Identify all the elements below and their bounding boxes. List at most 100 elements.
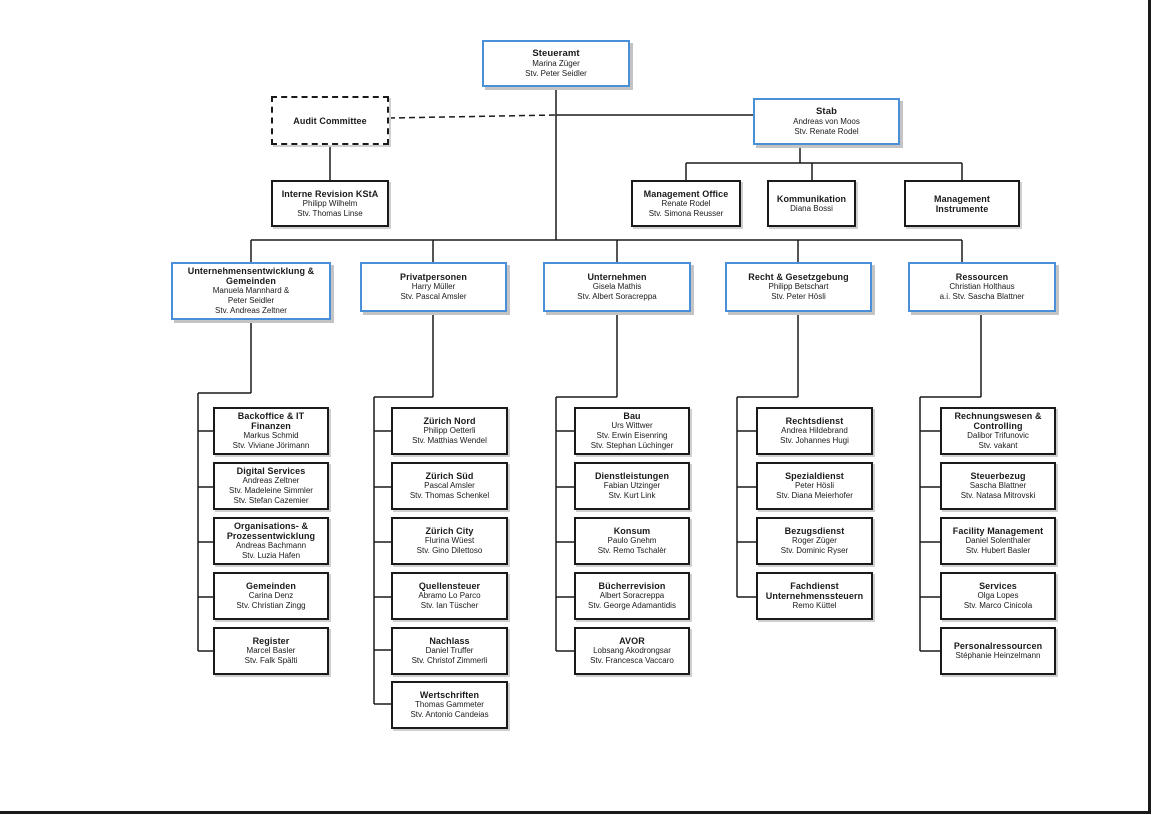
- unit-head: Olga Lopes: [977, 591, 1019, 600]
- unit-deputy: Stv. Natasa Mitrovski: [960, 491, 1036, 500]
- unit-title: Finanzen: [251, 421, 291, 431]
- unit-title: Bezugsdienst: [784, 526, 845, 536]
- unit-head: Roger Züger: [792, 536, 837, 545]
- unit-title: Register: [252, 636, 290, 646]
- unit-deputy: Stv. Antonio Candeias: [410, 710, 489, 719]
- unit-title: Wertschriften: [419, 690, 480, 700]
- unit-deputy: Stv. Thomas Schenkel: [409, 491, 490, 500]
- unit-deputy: Stv. Luzia Hafen: [241, 551, 301, 560]
- unit-deputy: Stv. Albert Soracreppa: [577, 292, 657, 301]
- unit-head: Remo Küttel: [792, 601, 837, 610]
- unit-deputy: Stv. Stephan Lüchinger: [590, 441, 674, 450]
- unit-head: Markus Schmid: [243, 431, 299, 440]
- stab-box: Stab Andreas von Moos Stv. Renate Rodel: [753, 98, 900, 145]
- unit-head: Lobsang Akodrongsar: [593, 646, 671, 655]
- unit-head: Daniel Solenthaler: [965, 536, 1031, 545]
- unit-title: Zürich Nord: [423, 416, 476, 426]
- unit-deputy: Stv. Madeleine Simmler: [229, 486, 313, 495]
- interne-revision-box: Interne Revision KStA Philipp Wilhelm St…: [271, 180, 389, 227]
- unit-title: Gemeinden: [226, 276, 276, 286]
- unit-title: Dienstleistungen: [594, 471, 670, 481]
- unit-head: Andreas Zeltner: [242, 476, 300, 485]
- unit-deputy: Stv. Kurt Link: [608, 491, 656, 500]
- unit-deputy: Peter Seidler: [227, 296, 275, 305]
- unit-title: Steuerbezug: [970, 471, 1026, 481]
- unit-title: Zürich City: [425, 526, 474, 536]
- unit-deputy: Stv. Matthias Wendel: [412, 436, 487, 445]
- unit-head: Flurina Wüest: [424, 536, 475, 545]
- unit-deputy: Stv. Marco Cinicola: [963, 601, 1033, 610]
- unit-title: Personalressourcen: [953, 641, 1043, 651]
- unit-title: Services: [979, 581, 1017, 591]
- interne-revision-deputy: Stv. Thomas Linse: [297, 208, 363, 218]
- unit-head: Christian Holthaus: [949, 282, 1015, 291]
- unit-head: Dalibor Trifunovic: [967, 431, 1029, 440]
- unit-deputy: Stv. Falk Spälti: [244, 656, 298, 665]
- unit-title: Ressourcen: [955, 272, 1009, 282]
- unit-title: Spezialdienst: [785, 471, 844, 481]
- unit-head: Andrea Hildebrand: [781, 426, 848, 435]
- unit-head: Sascha Blattner: [969, 481, 1027, 490]
- unit-title: Rechtsdienst: [785, 416, 844, 426]
- unit-deputy: Stv. Ian Tüscher: [420, 601, 479, 610]
- unit-title: Gemeinden: [246, 581, 296, 591]
- stab-title: Stab: [816, 105, 837, 117]
- steueramt-head: Marina Züger: [532, 58, 580, 68]
- unit-title: Controlling: [973, 421, 1023, 431]
- unit-deputy: Stv. George Adamantidis: [588, 601, 676, 610]
- unit-deputy: Stv. Dominic Ryser: [780, 546, 849, 555]
- unit-head: Stéphanie Heinzelmann: [955, 651, 1041, 660]
- unit-deputy: Stv. Diana Meierhofer: [776, 491, 853, 500]
- unit-deputy: Stv. Francesca Vaccaro: [590, 656, 674, 665]
- unit-title: Zürich Süd: [425, 471, 474, 481]
- steueramt-deputy: Stv. Peter Seidler: [525, 68, 587, 78]
- unit-title: Rechnungswesen &: [954, 411, 1042, 421]
- unit-deputy: Stv. Simona Reusser: [648, 208, 724, 218]
- unit-deputy: Stv. Johannes Hugi: [780, 436, 849, 445]
- unit-head: Manuela Mannhard &: [212, 286, 290, 295]
- unit-head: Fabian Utzinger: [603, 481, 661, 490]
- unit-head: Abramo Lo Parco: [418, 591, 481, 600]
- unit-title: Management: [933, 193, 990, 204]
- unit-head: Urs Wittwer: [611, 421, 653, 430]
- unit-head: Harry Müller: [411, 282, 456, 291]
- unit-title: Backoffice & IT: [237, 411, 305, 421]
- interne-revision-title: Interne Revision KStA: [281, 188, 379, 199]
- unit-head: Pascal Amsler: [424, 481, 475, 490]
- steueramt-box: Steueramt Marina Züger Stv. Peter Seidle…: [482, 40, 630, 87]
- stab-deputy: Stv. Renate Rodel: [794, 126, 859, 136]
- unit-head: Philipp Betschart: [768, 282, 829, 291]
- unit-deputy: Stv. vakant: [978, 441, 1018, 450]
- unit-head: Thomas Gammeter: [415, 700, 484, 709]
- unit-title: Facility Management: [952, 526, 1044, 536]
- interne-revision-head: Philipp Wilhelm: [302, 198, 358, 208]
- unit-deputy: Stv. Christian Zingg: [236, 601, 306, 610]
- unit-deputy: Stv. Peter Hösli: [771, 292, 826, 301]
- unit-title: Kommunikation: [776, 193, 847, 204]
- unit-title: Unternehmensentwicklung &: [187, 266, 315, 276]
- unit-head: Albert Soracreppa: [599, 591, 665, 600]
- unit-deputy: Stv. Pascal Amsler: [400, 292, 467, 301]
